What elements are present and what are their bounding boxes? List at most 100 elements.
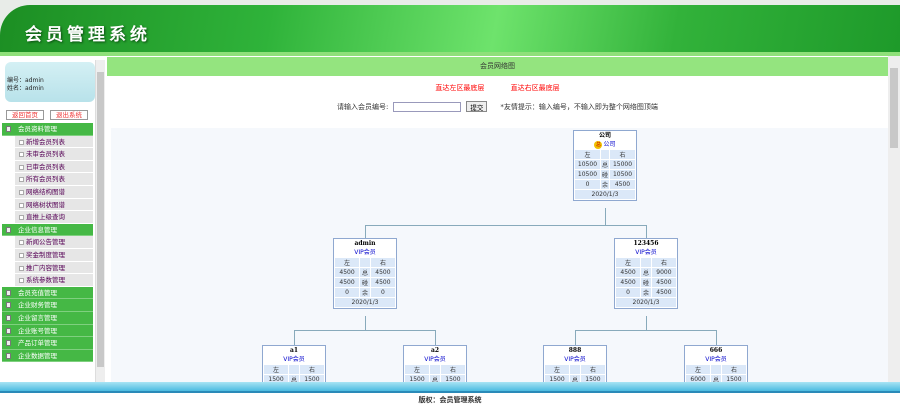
menu-item-label: 网络结构图谱 [26,187,65,196]
menu-group[interactable]: 会员充值管理 [2,286,93,300]
menu-group-label: 会员充值管理 [18,288,57,297]
menu-item[interactable]: 新闻公告管理 [15,236,93,249]
member-level-label: VIP会员 [283,356,305,363]
page-icon [19,189,24,195]
logout-button[interactable]: 退出系统 [50,110,88,120]
rest-label: 余 [640,287,652,298]
menu-group-label: 企业信息管理 [18,225,57,234]
left-total: 6000 [684,374,712,382]
menu-group[interactable]: 企业留言管理 [2,311,93,325]
menu-item-label: 未审会员列表 [26,150,65,159]
left-total: 1500 [262,374,290,382]
home-button[interactable]: 返回首页 [6,110,44,120]
menu-group[interactable]: 产品订单管理 [2,337,93,350]
total-label: 总 [710,374,722,382]
menu-item[interactable]: 未审会员列表 [15,148,93,161]
menu-group[interactable]: 企业财务管理 [2,299,93,312]
blank-cell [359,257,371,268]
menu-item[interactable]: 已审会员列表 [15,160,93,174]
menu-item[interactable]: 所有会员列表 [15,173,93,186]
menu-item-label: 新闻公告管理 [26,238,65,247]
menu-item-label: 直推上级查询 [26,213,65,222]
total-label: 总 [640,267,652,278]
sidebar-scroll-thumb[interactable] [97,72,104,367]
menu-item[interactable]: 网络结构图谱 [15,185,93,199]
header-banner [0,5,900,52]
total-label: 总 [599,159,611,170]
join-date: 2020/1/3 [574,189,636,200]
right-total: 1500 [579,374,607,382]
menu-item[interactable]: 直推上级查询 [15,211,93,224]
menu-item-label: 网络树状图谱 [26,200,65,209]
goto-left-bottom-link[interactable]: 直达左区最底层 [435,84,485,92]
menu-item[interactable]: 推广内容管理 [15,261,93,275]
folder-icon [6,340,11,347]
right-total: 15000 [609,159,636,170]
folder-icon [6,314,11,321]
menu-group-label: 产品订单管理 [18,339,57,348]
menu-item[interactable]: 系统参数管理 [15,274,93,287]
page-icon [19,215,24,221]
left-rest: 0 [614,287,642,298]
join-date: 2020/1/3 [615,297,677,308]
rest-label: 余 [599,179,611,190]
menu-item[interactable]: 新增会员列表 [15,135,93,149]
member-name: 公司 [598,132,611,139]
tip-text: *友情提示：输入编号，不输入即为整个网络图顶端 [500,102,658,111]
right-header: 右 [720,364,748,375]
menu-item[interactable]: 网络树状图谱 [15,198,93,212]
menu-item-label: 已审会员列表 [26,162,65,171]
footer-band [0,382,900,393]
right-header: 右 [369,257,397,268]
sidebar: 编号：admin 姓名：admin 返回首页 退出系统 会员资料管理新增会员列表… [0,56,106,382]
menu-item[interactable]: 奖金制度管理 [15,248,93,262]
submit-button[interactable]: 提交 [466,101,488,112]
left-total: 10500 [574,159,601,170]
folder-icon [6,289,11,296]
folder-icon [6,352,11,359]
connector-line [646,225,647,238]
sidebar-scrollbar[interactable] [95,60,105,382]
left-header: 左 [543,364,571,375]
main-scrollbar[interactable] [888,56,900,382]
left-match: 10500 [574,169,601,180]
left-header: 左 [403,364,431,375]
header-strip [0,52,900,56]
left-total: 4500 [333,267,361,278]
connector-line [365,225,647,226]
right-header: 右 [609,149,636,160]
search-label: 请输入会员编号: [337,102,389,111]
app-title: 会员管理系统 [25,25,151,45]
connector-line [716,330,717,345]
connector-line [575,330,576,345]
user-info: 编号：admin 姓名：admin [5,62,95,102]
connector-line [575,330,717,331]
right-match: 4500 [369,277,397,288]
goto-right-bottom-link[interactable]: 直达右区最底层 [510,84,560,92]
member-name: 123456 [633,240,659,247]
menu-group[interactable]: 企业账号管理 [2,324,93,338]
right-total: 1500 [439,374,467,382]
menu-group[interactable]: 企业信息管理 [2,223,93,237]
member-id-input[interactable] [393,101,462,112]
main-scroll-thumb[interactable] [890,68,898,148]
menu-group[interactable]: 会员资料管理 [2,123,93,136]
menu-group-label: 企业数据管理 [18,351,57,360]
right-rest: 4500 [650,287,678,298]
member-level: VIP会员 [263,355,325,364]
page-icon [19,152,24,158]
menu-group[interactable]: 企业数据管理 [2,349,93,363]
connector-line [605,208,606,225]
menu-item-label: 系统参数管理 [26,276,65,285]
page-icon [19,164,24,170]
